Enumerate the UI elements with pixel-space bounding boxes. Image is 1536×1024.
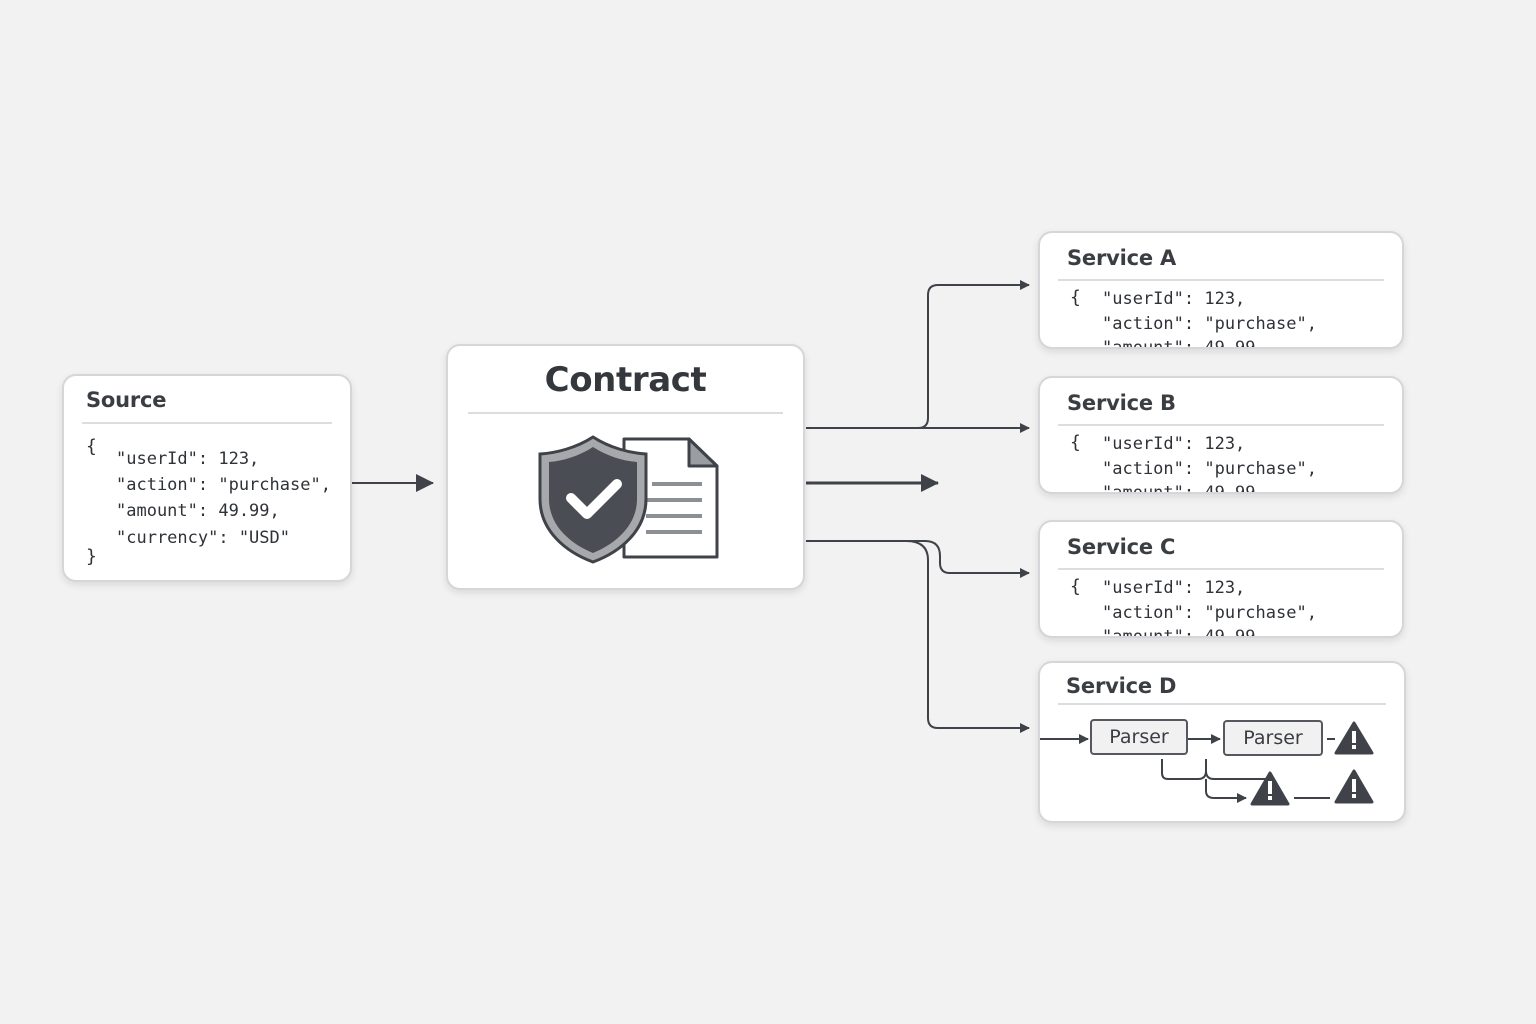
arrow-contract-to-service-d [905, 540, 1030, 733]
warning-triangle-icon [1334, 769, 1374, 804]
service-b-line-2: "action": "purchase", [1102, 459, 1317, 479]
service-a-line-3: "amount": 49.99, [1102, 338, 1266, 349]
arrow-contract-to-service-a [806, 280, 1030, 429]
service-a-line-2: "action": "purchase", [1102, 314, 1317, 334]
service-b-divider [1058, 424, 1384, 426]
service-c-line-1: "userId": 123, [1102, 578, 1246, 598]
service-b-open-brace: { [1070, 432, 1081, 453]
contract-title: Contract [544, 360, 707, 400]
service-c-title: Service C [1067, 535, 1176, 559]
source-open-brace: { [86, 436, 97, 457]
warning-triangle-icon [1250, 771, 1290, 806]
service-a-line-1: "userId": 123, [1102, 289, 1246, 309]
source-close-brace: } [86, 546, 97, 567]
source-title: Source [86, 388, 167, 412]
service-d-divider [1058, 703, 1386, 705]
contract-divider [468, 412, 783, 414]
service-c-line-3: "amount": 49.99, [1102, 627, 1266, 638]
service-c-divider [1058, 568, 1384, 570]
service-b-line-3: "amount": 49.99, [1102, 483, 1266, 494]
source-line-1: "userId": 123, [116, 449, 260, 469]
shield-check-document-icon [538, 435, 719, 564]
service-a-open-brace: { [1070, 287, 1081, 308]
service-d-card: Service D [1038, 661, 1406, 823]
source-line-4: "currency": "USD" [116, 528, 290, 548]
service-b-line-1: "userId": 123, [1102, 434, 1246, 454]
service-b-title: Service B [1067, 391, 1176, 415]
source-line-2: "action": "purchase", [116, 475, 331, 495]
source-divider [82, 422, 332, 424]
parser-box-2: Parser [1223, 720, 1323, 756]
source-card: Source { "userId": 123, "action": "purch… [62, 374, 352, 582]
service-c-card: Service C { "userId": 123, "action": "pu… [1038, 520, 1404, 638]
parser-box-1: Parser [1090, 719, 1188, 755]
service-c-open-brace: { [1070, 576, 1081, 597]
service-a-divider [1058, 279, 1384, 281]
service-a-card: Service A { "userId": 123, "action": "pu… [1038, 231, 1404, 349]
service-d-title: Service D [1066, 674, 1177, 698]
service-a-title: Service A [1067, 246, 1177, 270]
service-b-card: Service B { "userId": 123, "action": "pu… [1038, 376, 1404, 494]
service-d-pipeline-lines [1040, 721, 1374, 806]
warning-triangle-icon [1334, 721, 1374, 755]
contract-card: Contract [446, 344, 805, 590]
arrow-contract-to-service-c [806, 540, 1030, 578]
service-c-line-2: "action": "purchase", [1102, 603, 1317, 623]
source-line-3: "amount": 49.99, [116, 501, 280, 521]
